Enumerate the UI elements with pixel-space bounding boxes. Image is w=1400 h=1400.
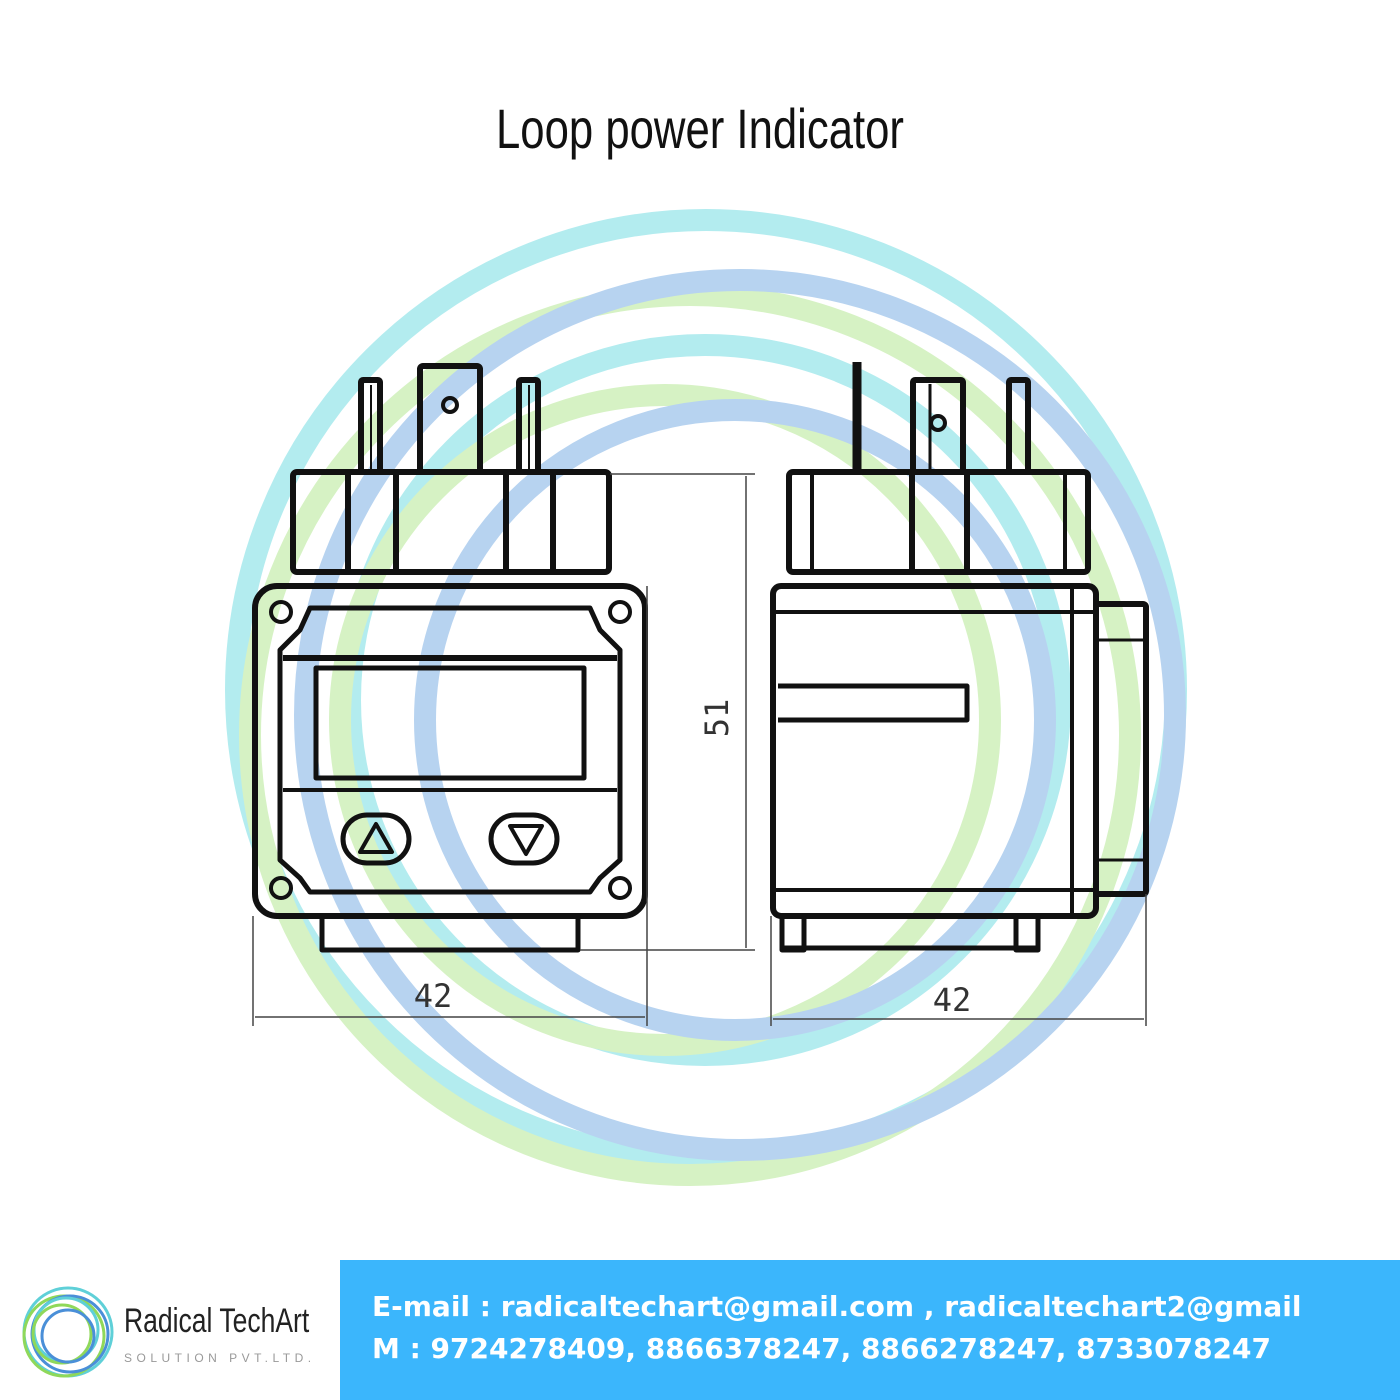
brand-subtitle: SOLUTION PVT.LTD. [124, 1351, 316, 1365]
email-line: E-mail : radicaltechart@gmail.com , radi… [372, 1290, 1302, 1323]
contact-banner: E-mail : radicaltechart@gmail.com , radi… [340, 1260, 1400, 1400]
dimension-front-width-label: 42 [414, 977, 453, 1015]
dimension-lines [252, 473, 1147, 1026]
side-view [770, 362, 1149, 953]
dimension-side-width-label: 42 [933, 981, 972, 1019]
front-view [252, 363, 648, 953]
dimension-height-label: 51 [698, 699, 736, 738]
page-title: Loop power Indicator [496, 97, 904, 160]
concentric-rings-logo [22, 1286, 114, 1378]
brand-name: Radical TechArt [124, 1302, 310, 1340]
phone-line: M : 9724278409, 8866378247, 8866278247, … [372, 1332, 1272, 1365]
watermark-rings [225, 209, 1187, 1186]
